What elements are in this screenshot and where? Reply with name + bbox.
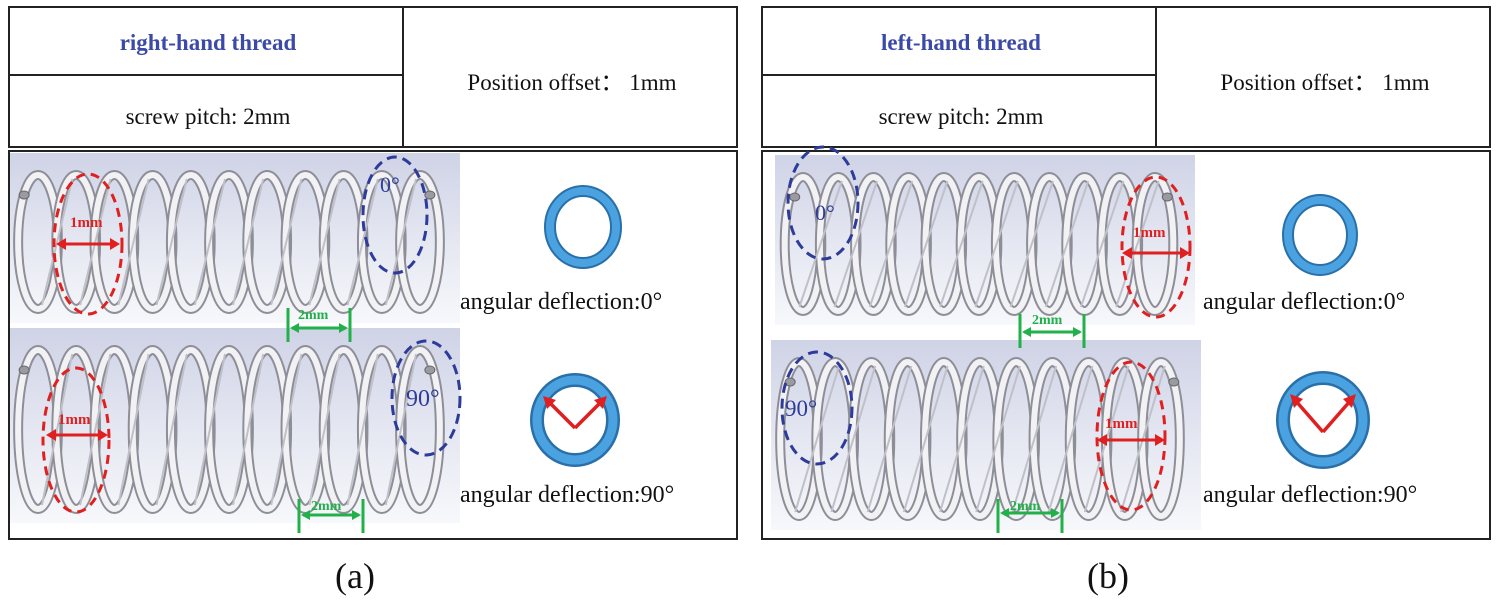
thread-title: left-hand thread bbox=[881, 30, 1041, 55]
offset-marker bbox=[41, 366, 111, 514]
thread-title: right-hand thread bbox=[119, 30, 297, 55]
offset-marker bbox=[1120, 175, 1192, 319]
header-pitch-cell: screw pitch: 2mm bbox=[761, 74, 1157, 148]
panel-caption: (a) bbox=[335, 556, 375, 596]
ring-icon bbox=[544, 185, 622, 269]
header-offset-cell: Position offset： 1mm bbox=[402, 6, 738, 148]
ring-icon bbox=[530, 373, 620, 467]
position-offset-label: Position offset： 1mm bbox=[1220, 70, 1430, 95]
pitch-marker bbox=[996, 499, 1064, 533]
angle-marker bbox=[361, 155, 429, 275]
angle-marker bbox=[780, 350, 854, 466]
offset-label: 1mm bbox=[1105, 416, 1138, 432]
pitch-label: 2mm bbox=[1032, 313, 1063, 328]
spring-image bbox=[771, 340, 1201, 530]
panel-caption: (b) bbox=[1087, 556, 1129, 596]
pitch-marker bbox=[286, 308, 352, 342]
spring-image bbox=[10, 328, 460, 523]
offset-marker bbox=[52, 172, 124, 316]
ring-icon bbox=[1282, 194, 1358, 276]
angle-marker bbox=[390, 339, 462, 457]
angle-label: 90° bbox=[785, 396, 818, 421]
pitch-marker bbox=[1018, 314, 1086, 348]
offset-label: 1mm bbox=[58, 412, 91, 428]
deflection-label: angular deflection:0° bbox=[1203, 289, 1406, 315]
offset-label: 1mm bbox=[70, 215, 103, 231]
pitch-label: 2mm bbox=[311, 499, 342, 514]
deflection-label: angular deflection:0° bbox=[460, 289, 663, 315]
angle-marker bbox=[786, 145, 860, 261]
pitch-label: 2mm bbox=[1010, 499, 1041, 514]
screw-pitch-label: screw pitch: 2mm bbox=[878, 104, 1044, 129]
ring-icon bbox=[1276, 371, 1370, 469]
deflection-label: angular deflection:90° bbox=[1203, 482, 1418, 508]
pitch-label: 2mm bbox=[298, 308, 329, 323]
panel-a: right-hand thread screw pitch: 2mm Posit… bbox=[8, 0, 738, 608]
pitch-marker bbox=[297, 499, 365, 533]
angle-label: 90° bbox=[406, 386, 440, 412]
spring-image bbox=[775, 155, 1195, 325]
header-title-cell: right-hand thread bbox=[8, 6, 404, 76]
angle-label: 0° bbox=[815, 200, 835, 225]
header-title-cell: left-hand thread bbox=[761, 6, 1157, 76]
header-pitch-cell: screw pitch: 2mm bbox=[8, 74, 404, 148]
offset-label: 1mm bbox=[1133, 225, 1166, 241]
header-offset-cell: Position offset： 1mm bbox=[1155, 6, 1491, 148]
position-offset-label: Position offset： 1mm bbox=[467, 70, 677, 95]
offset-marker bbox=[1095, 360, 1167, 512]
angle-label: 0° bbox=[380, 172, 400, 197]
deflection-label: angular deflection:90° bbox=[460, 482, 675, 508]
panel-b: left-hand thread screw pitch: 2mm Positi… bbox=[761, 0, 1491, 608]
screw-pitch-label: screw pitch: 2mm bbox=[125, 104, 291, 129]
